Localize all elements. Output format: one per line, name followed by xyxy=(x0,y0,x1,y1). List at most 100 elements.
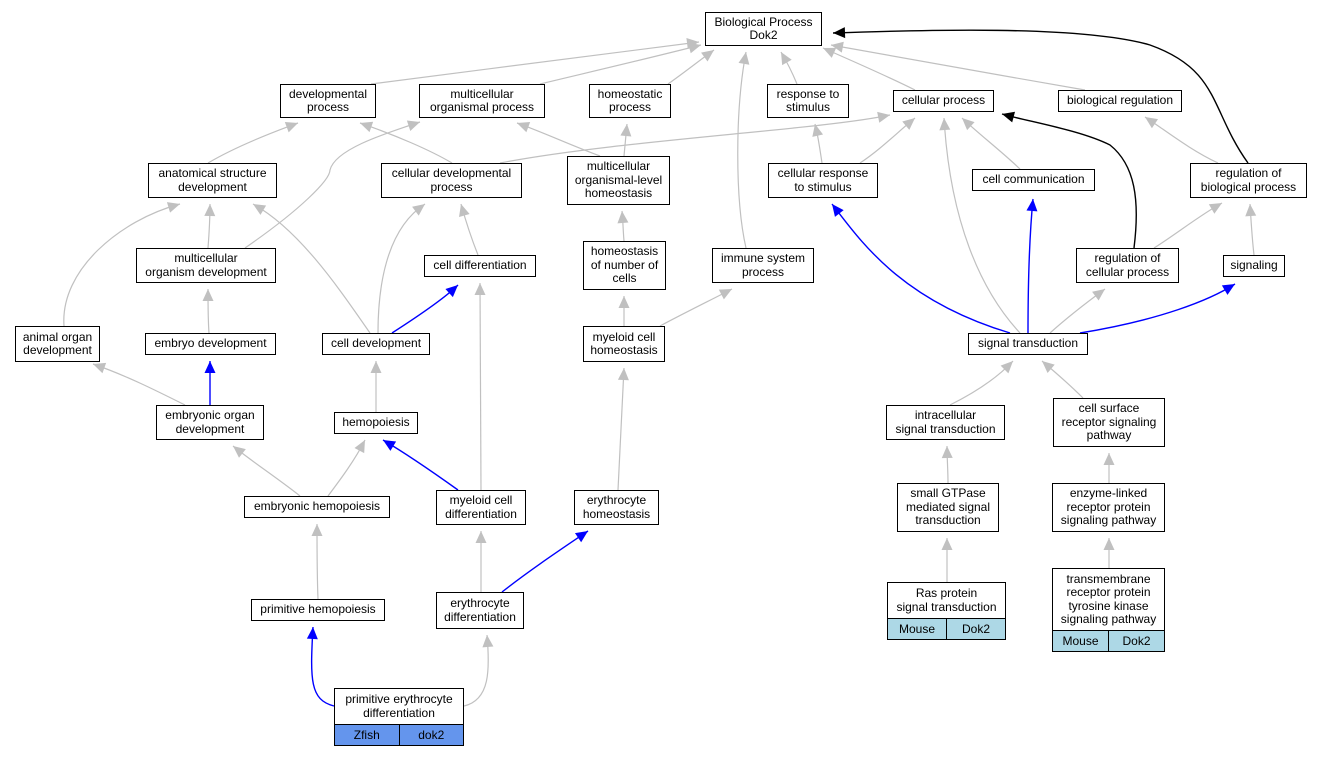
arrowhead-anatomical-structure-development-to-developmental-process xyxy=(284,122,298,133)
node-primitive-erythrocyte-differentiation[interactable]: primitive erythrocyte differentiation xyxy=(334,688,464,725)
arrowhead-erythrocyte-differentiation-to-erythrocyte-homeostasis xyxy=(574,531,588,543)
node-cell-surface-receptor-signaling-pathway[interactable]: cell surface receptor signaling pathway xyxy=(1053,398,1165,447)
arrowhead-cell-surface-receptor-signaling-pathway-to-signal-transduction xyxy=(1042,361,1055,373)
edge-developmental-process-to-root xyxy=(370,41,700,85)
node-cell-communication[interactable]: cell communication xyxy=(972,169,1095,191)
node-cellular-process[interactable]: cellular process xyxy=(893,90,994,112)
arrowhead-cell-communication-to-cellular-process xyxy=(962,118,975,131)
node-multicellular-organismal-process[interactable]: multicellular organismal process xyxy=(419,84,545,118)
node-homeostasis-of-number-of-cells[interactable]: homeostasis of number of cells xyxy=(583,241,666,290)
node-response-to-stimulus[interactable]: response to stimulus xyxy=(767,84,849,118)
node-embryonic-hemopoiesis[interactable]: embryonic hemopoiesis xyxy=(244,496,390,518)
node-multicellular-organism-homeostasis[interactable]: multicellular organismal-level homeostas… xyxy=(567,156,670,205)
node-enzyme-linked-receptor-protein-signaling-pathway[interactable]: enzyme-linked receptor protein signaling… xyxy=(1052,483,1165,532)
arrowhead-small-gtpase-mediated-signal-transduction-to-intracellular-signal-transduction xyxy=(941,446,953,459)
arrowhead-cellular-response-to-stimulus-to-response-to-stimulus xyxy=(812,124,824,137)
arrowhead-multicellular-organism-development-to-multicellular-organismal-process xyxy=(406,120,420,131)
node-small-gtpase-mediated-signal-transduction[interactable]: small GTPase mediated signal transductio… xyxy=(897,483,999,532)
annotation-row-transmembrane-receptor-protein-tyrosine-kinase-signaling-pathway: Mouse Dok2 xyxy=(1052,630,1165,652)
node-animal-organ-development[interactable]: animal organ development xyxy=(15,326,100,362)
arrowhead-cell-development-to-anatomical-structure-development xyxy=(253,204,267,215)
node-ras-protein-signal-transduction[interactable]: Ras protein signal transduction xyxy=(887,582,1006,619)
arrowhead-signal-transduction-to-signaling xyxy=(1221,284,1235,295)
arrowhead-primitive-erythrocyte-differentiation-to-primitive-hemopoiesis xyxy=(306,627,318,640)
node-erythrocyte-homeostasis[interactable]: erythrocyte homeostasis xyxy=(574,490,659,525)
arrowhead-primitive-hemopoiesis-to-embryonic-hemopoiesis xyxy=(311,524,323,537)
edge-embryonic-organ-development-to-animal-organ-development xyxy=(92,363,186,406)
arrowhead-homeostasis-of-number-of-cells-to-multicellular-organism-homeostasis xyxy=(617,211,629,224)
node-cell-differentiation[interactable]: cell differentiation xyxy=(424,255,536,277)
arrowhead-cell-development-to-cell-differentiation xyxy=(445,285,458,298)
node-embryonic-organ-development[interactable]: embryonic organ development xyxy=(156,405,264,440)
arrowhead-myeloid-cell-homeostasis-to-homeostasis-of-number-of-cells xyxy=(618,296,630,308)
edge-animal-organ-development-to-anatomical-structure-development xyxy=(63,203,181,327)
edge-cell-development-to-cellular-developmental-process xyxy=(377,203,426,334)
arrowhead-signal-transduction-to-cell-communication xyxy=(1026,199,1038,212)
arrowhead-cell-differentiation-to-cellular-developmental-process xyxy=(459,204,470,218)
arrowhead-signal-transduction-to-cellular-process xyxy=(939,118,951,131)
edge-anatomical-structure-development-to-developmental-process xyxy=(207,122,299,164)
node-intracellular-signal-transduction[interactable]: intracellular signal transduction xyxy=(886,405,1005,440)
node-cellular-response-to-stimulus[interactable]: cellular response to stimulus xyxy=(768,163,878,198)
edge-embryonic-hemopoiesis-to-embryonic-organ-development xyxy=(232,445,301,497)
node-myeloid-cell-homeostasis[interactable]: myeloid cell homeostasis xyxy=(583,326,665,362)
node-regulation-of-biological-process[interactable]: regulation of biological process xyxy=(1190,163,1307,198)
edge-cell-development-to-cell-differentiation xyxy=(391,284,459,334)
arrowhead-multicellular-organismal-process-to-root xyxy=(688,42,701,54)
edge-regulation-of-biological-process-to-root xyxy=(832,29,1249,164)
node-developmental-process[interactable]: developmental process xyxy=(280,84,376,118)
arrowhead-signaling-to-regulation-of-biological-process xyxy=(1245,204,1257,217)
arrowhead-regulation-of-cellular-process-to-cellular-process xyxy=(1002,111,1016,123)
node-primitive-hemopoiesis[interactable]: primitive hemopoiesis xyxy=(251,599,385,621)
arrowhead-immune-system-process-to-root xyxy=(738,52,750,65)
node-cell-development[interactable]: cell development xyxy=(322,333,430,355)
arrowhead-primitive-erythrocyte-differentiation-to-erythrocyte-differentiation xyxy=(482,635,494,648)
node-myeloid-cell-differentiation[interactable]: myeloid cell differentiation xyxy=(436,490,526,525)
edge-multicellular-organismal-process-to-root xyxy=(539,44,702,85)
organism-label: Zfish xyxy=(353,728,380,742)
arrowhead-embryonic-hemopoiesis-to-embryonic-organ-development xyxy=(233,446,246,458)
edge-erythrocyte-homeostasis-to-myeloid-cell-homeostasis xyxy=(617,367,625,491)
edge-primitive-erythrocyte-differentiation-to-primitive-hemopoiesis xyxy=(310,626,335,707)
node-embryo-development[interactable]: embryo development xyxy=(145,333,276,355)
node-cellular-developmental-process[interactable]: cellular developmental process xyxy=(381,163,522,198)
edge-signal-transduction-to-cellular-response-to-stimulus xyxy=(831,203,1011,334)
edge-biological-regulation-to-root xyxy=(830,44,1086,91)
gene-label: dok2 xyxy=(398,725,464,745)
edge-regulation-of-cellular-process-to-regulation-of-biological-process xyxy=(1153,202,1223,249)
edge-cell-development-to-anatomical-structure-development xyxy=(252,203,371,334)
node-biological-regulation[interactable]: biological regulation xyxy=(1058,90,1182,112)
gene-label: Dok2 xyxy=(1108,631,1164,651)
edge-myeloid-cell-differentiation-to-hemopoiesis xyxy=(382,439,459,491)
arrowhead-intracellular-signal-transduction-to-signal-transduction xyxy=(1000,361,1013,374)
node-homeostatic-process[interactable]: homeostatic process xyxy=(589,84,671,118)
edge-myeloid-cell-differentiation-to-cell-differentiation xyxy=(479,282,482,491)
organism-label: Mouse xyxy=(1062,634,1099,648)
node-multicellular-organism-development[interactable]: multicellular organism development xyxy=(136,248,276,283)
arrowhead-response-to-stimulus-to-root xyxy=(781,52,792,66)
arrowhead-embryonic-organ-development-to-animal-organ-development xyxy=(93,362,107,374)
node-anatomical-structure-development[interactable]: anatomical structure development xyxy=(148,163,277,198)
node-root[interactable]: Biological Process Dok2 xyxy=(705,12,822,46)
arrowhead-regulation-of-biological-process-to-root xyxy=(833,27,846,39)
edge-signal-transduction-to-cellular-process xyxy=(943,117,1021,334)
arrowhead-multicellular-organism-homeostasis-to-homeostatic-process xyxy=(620,124,632,137)
node-signal-transduction[interactable]: signal transduction xyxy=(968,333,1088,355)
node-erythrocyte-differentiation[interactable]: erythrocyte differentiation xyxy=(436,592,524,629)
node-signaling[interactable]: signaling xyxy=(1223,255,1285,277)
edge-regulation-of-biological-process-to-biological-regulation xyxy=(1144,116,1219,164)
edge-cellular-developmental-process-to-developmental-process xyxy=(359,122,453,164)
node-regulation-of-cellular-process[interactable]: regulation of cellular process xyxy=(1076,248,1179,283)
node-transmembrane-receptor-protein-tyrosine-kinase-signaling-pathway[interactable]: transmembrane receptor protein tyrosine … xyxy=(1052,568,1165,631)
edge-regulation-of-cellular-process-to-cellular-process xyxy=(1001,113,1137,249)
arrowhead-myeloid-cell-homeostasis-to-immune-system-process xyxy=(718,289,732,300)
arrowhead-regulation-of-biological-process-to-biological-regulation xyxy=(1145,117,1159,129)
edge-signal-transduction-to-cell-communication xyxy=(1027,198,1034,334)
arrowhead-cellular-developmental-process-to-cellular-process xyxy=(877,111,890,123)
arrowhead-transmembrane-receptor-protein-tyrosine-kinase-signaling-pathway-to-enzyme-linked-receptor-protein-signaling-pathway xyxy=(1103,538,1115,550)
arrowhead-cellular-process-to-root xyxy=(823,47,837,58)
arrowhead-cellular-developmental-process-to-developmental-process xyxy=(360,121,374,133)
node-immune-system-process[interactable]: immune system process xyxy=(712,248,814,283)
node-hemopoiesis[interactable]: hemopoiesis xyxy=(334,412,418,434)
